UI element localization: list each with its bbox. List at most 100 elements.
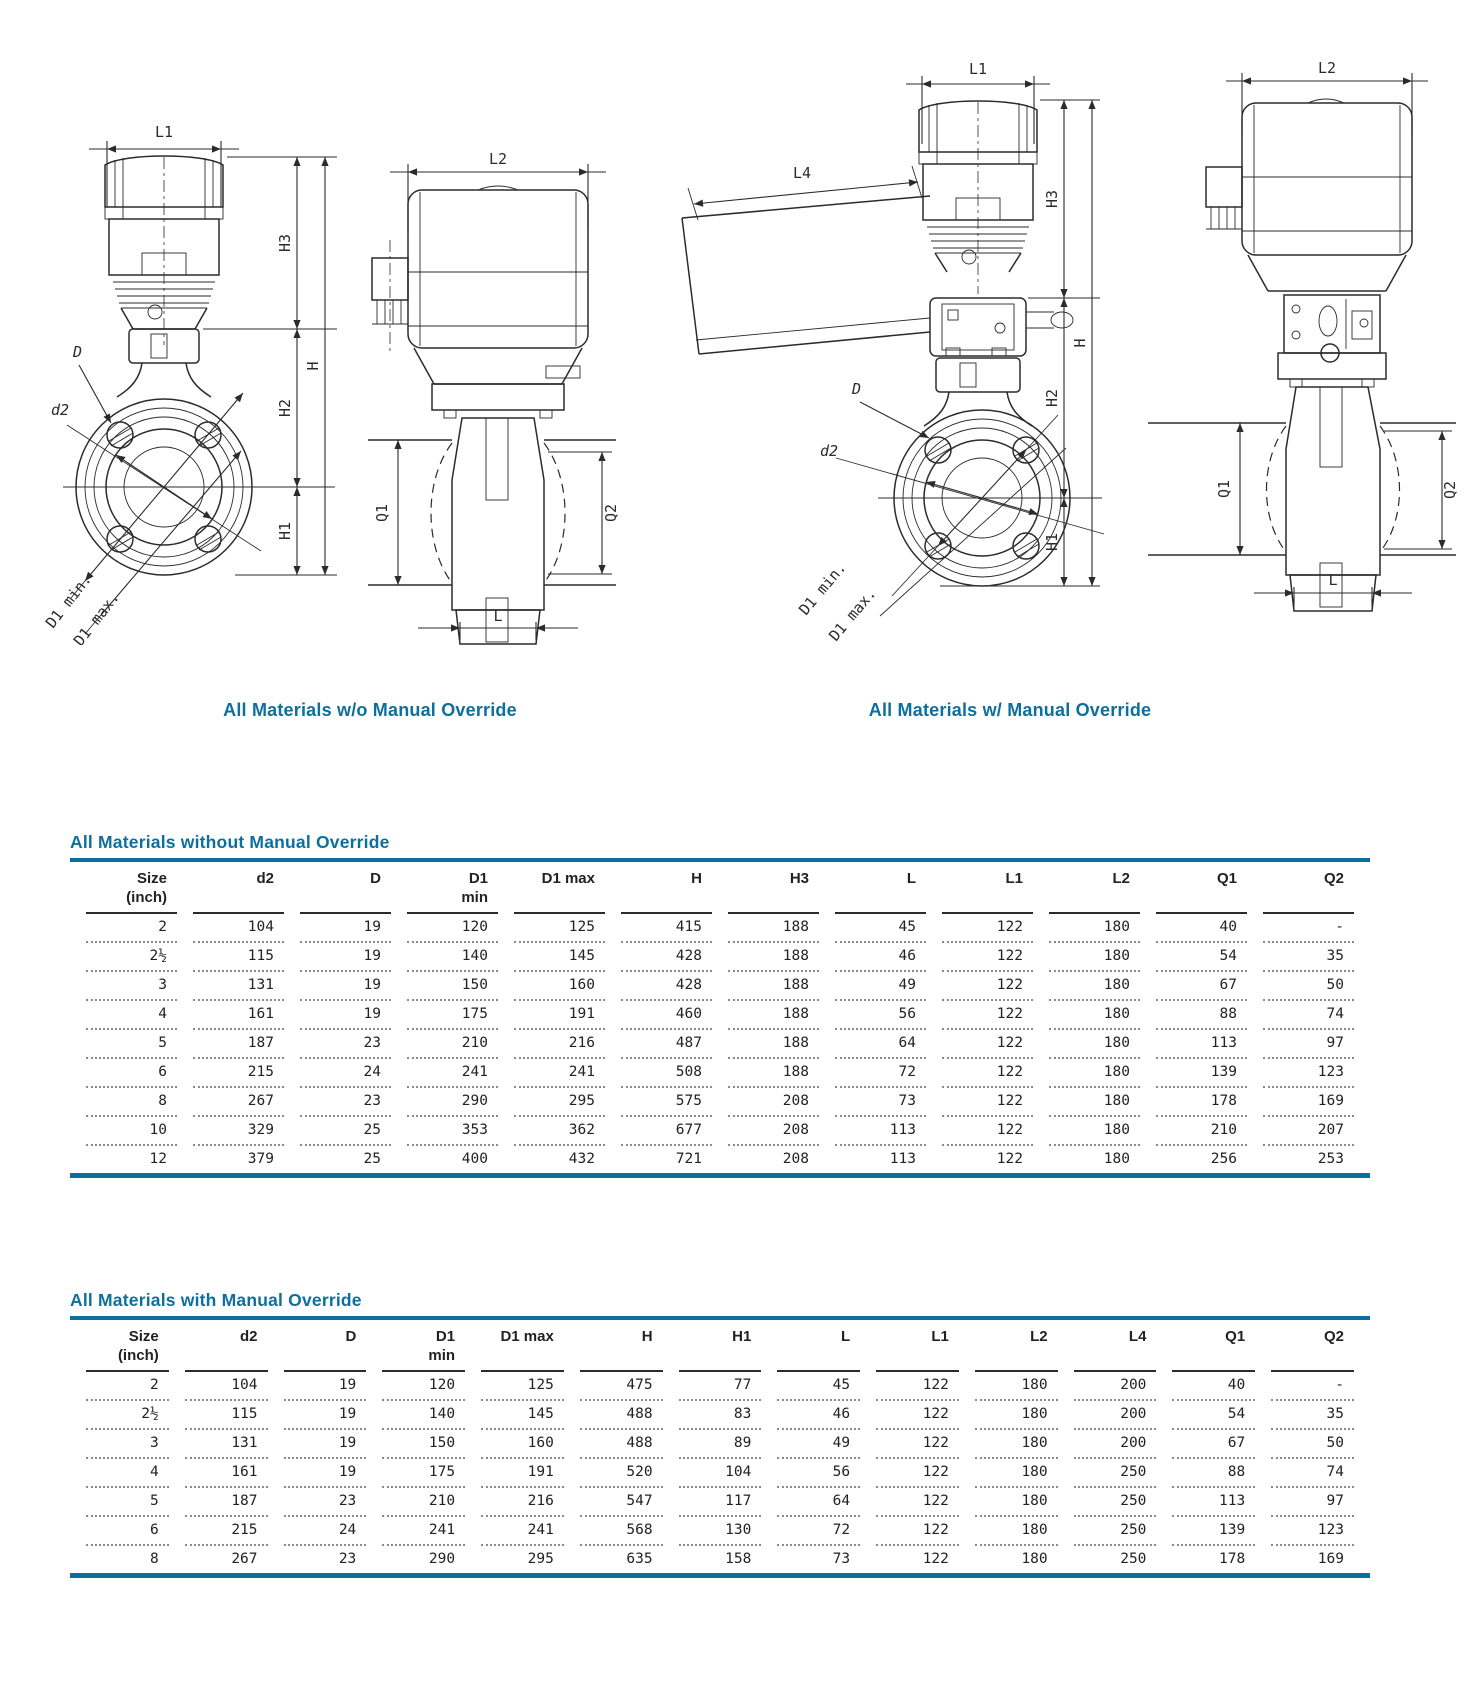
table-cell: 67 [1156,970,1247,999]
table-cell: - [1335,919,1344,935]
column-header: D [283,1320,367,1372]
column-header: Size(inch) [86,862,177,914]
column-header: L [777,1320,861,1372]
column-header: Q2 [1263,862,1354,914]
table-cell: 122 [922,1377,949,1393]
table-cell: - [1335,1377,1344,1393]
table-cell: 23 [283,1544,367,1573]
table-cell: 180 [974,1428,1058,1457]
table-cell: 215 [193,1057,284,1086]
table-cell: 487 [621,1028,712,1057]
table-cell: 677 [621,1115,712,1144]
column-header: H1 [678,1320,762,1372]
table-cell: 250 [1073,1544,1157,1573]
column-header: d2 [184,1320,268,1372]
table-cell: 188 [728,999,819,1028]
table-cell: 253 [1263,1144,1354,1173]
table-cell: 145 [514,941,605,970]
dim-label-h2: H2 [1043,389,1061,407]
table-cell: 117 [678,1486,762,1515]
table-cell: 49 [835,970,926,999]
table-cell: 5 [86,1486,169,1515]
dimension-drawings: L1 D d2 [0,0,1465,740]
column-header: Q1 [1156,862,1247,914]
table-cell: 54 [1156,941,1247,970]
table-cell: 161 [193,999,284,1028]
table-cell: 122 [942,1086,1033,1115]
table-cell: 23 [300,1028,391,1057]
column-header: L2 [974,1320,1058,1372]
table-cell: 208 [728,1115,819,1144]
table-cell: 178 [1156,1086,1247,1115]
table-cell: 180 [1049,941,1140,970]
table-cell: 125 [568,919,595,935]
table-cell: 180 [1049,1144,1140,1173]
dim-label-l2: L2 [489,150,507,168]
table-cell: 353 [407,1115,498,1144]
table-cell: 67 [1172,1428,1256,1457]
drawing-front-with-override: L1 L4 [681,60,1105,645]
table-cell: 547 [579,1486,663,1515]
table-cell: 208 [728,1144,819,1173]
table-cell: 178 [1172,1544,1256,1573]
table-cell: 131 [184,1428,268,1457]
table-cell: 46 [777,1399,861,1428]
table-cell: 8 [86,1544,169,1573]
table-cell: 25 [300,1115,391,1144]
table-cell: 250 [1073,1457,1157,1486]
table-cell: 568 [579,1515,663,1544]
table-cell: 250 [1073,1515,1157,1544]
table-cell: 6 [86,1057,177,1086]
table-cell: 49 [777,1428,861,1457]
table-cell: 24 [283,1515,367,1544]
table-cell: 23 [300,1086,391,1115]
table-cell: 35 [1271,1399,1354,1428]
table-cell: 72 [777,1515,861,1544]
dim-label-d: D [72,343,82,361]
table-cell: 208 [728,1086,819,1115]
table-cell: 122 [942,970,1033,999]
drawing-front-no-override: L1 D d2 [45,123,337,645]
table-cell: 97 [1263,1028,1354,1057]
table-cell: 4 [86,1457,169,1486]
table-cell: 180 [1049,1086,1140,1115]
table-cell: 241 [514,1057,605,1086]
table-cell: 150 [407,970,498,999]
table-cell: 488 [579,1428,663,1457]
dim-label-l: L [493,607,502,625]
table-cell: 122 [876,1515,959,1544]
table-cell: 180 [1049,1057,1140,1086]
table-cell: 158 [678,1544,762,1573]
table-cell: 140 [407,941,498,970]
caption-with-override: All Materials w/ Manual Override [868,700,1152,720]
table-cell: 3 [86,1428,169,1457]
table-cell: 19 [300,941,391,970]
column-header: L2 [1049,862,1140,914]
dim-label-l4: L4 [793,164,811,182]
table-cell: 200 [1073,1428,1157,1457]
drawing-side-no-override: L2 Q1 Q2 [368,150,620,645]
table-cell: 160 [481,1428,564,1457]
table-cell: 161 [184,1457,268,1486]
table-cell: 46 [835,941,926,970]
column-header: Q2 [1271,1320,1354,1372]
dim-label-h1: H1 [276,522,294,540]
table-cell: 104 [247,919,274,935]
table-cell: 113 [1156,1028,1247,1057]
table-cell: 64 [777,1486,861,1515]
table-cell: 115 [193,941,284,970]
dim-label-q1: Q1 [1215,480,1233,498]
table-cell: 295 [514,1086,605,1115]
table-cell: 191 [514,999,605,1028]
dim-label-q2: Q2 [1441,481,1459,499]
table-cell: 83 [678,1399,762,1428]
table-cell: 180 [1049,999,1140,1028]
